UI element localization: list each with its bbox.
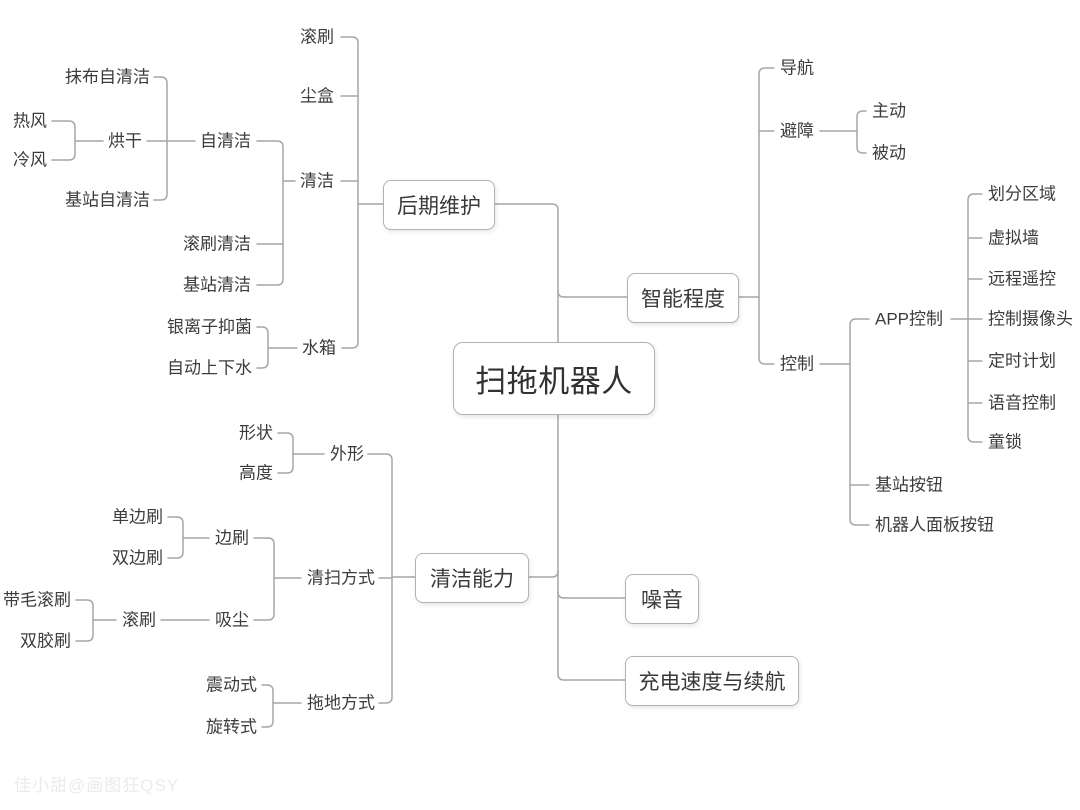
node-side-brush[interactable]: 边刷 (215, 528, 249, 548)
node-noise[interactable]: 噪音 (625, 574, 699, 624)
node-cold-air[interactable]: 冷风 (13, 150, 47, 170)
node-double-side-brush[interactable]: 双边刷 (112, 548, 163, 568)
node-intelligence[interactable]: 智能程度 (627, 273, 739, 323)
node-drying[interactable]: 烘干 (108, 131, 142, 151)
node-height[interactable]: 高度 (239, 463, 273, 483)
node-navigation[interactable]: 导航 (780, 58, 814, 78)
node-cleaning[interactable]: 清洁 (300, 171, 334, 191)
node-mop-method[interactable]: 拖地方式 (307, 693, 375, 713)
node-self-clean[interactable]: 自清洁 (200, 131, 251, 151)
node-obstacle-avoidance[interactable]: 避障 (780, 121, 814, 141)
node-virtual-wall[interactable]: 虚拟墙 (988, 228, 1039, 248)
node-sweep-method[interactable]: 清扫方式 (307, 568, 375, 588)
node-roller-brush-mid[interactable]: 滚刷 (122, 610, 156, 630)
connector (256, 140, 284, 286)
node-maintenance[interactable]: 后期维护 (383, 180, 495, 230)
node-roller-brush[interactable]: 滚刷 (300, 27, 334, 47)
node-zone-division[interactable]: 划分区域 (988, 184, 1056, 204)
connector (849, 318, 870, 526)
node-rotation-type[interactable]: 旋转式 (206, 717, 257, 737)
node-app-control[interactable]: APP控制 (875, 309, 944, 329)
connector (492, 203, 559, 343)
node-shape-appearance[interactable]: 外形 (330, 444, 364, 464)
node-schedule[interactable]: 定时计划 (988, 351, 1056, 371)
connector (557, 290, 628, 298)
node-remote-control[interactable]: 远程遥控 (988, 269, 1056, 289)
connector (153, 76, 168, 201)
node-station-button[interactable]: 基站按钮 (875, 475, 943, 495)
connector (340, 36, 359, 349)
connector (261, 684, 274, 728)
watermark: 佳小甜@画图狂QSY (14, 776, 180, 795)
connector (526, 570, 559, 578)
connector (557, 591, 626, 599)
node-roller-clean[interactable]: 滚刷清洁 (183, 234, 251, 254)
node-hot-air[interactable]: 热风 (13, 111, 47, 131)
node-bristle-roller[interactable]: 带毛滚刷 (3, 590, 71, 610)
node-station-clean[interactable]: 基站清洁 (183, 275, 251, 295)
node-control[interactable]: 控制 (780, 354, 814, 374)
node-station-self-clean[interactable]: 基站自清洁 (65, 190, 150, 210)
connector (856, 110, 867, 154)
node-voice-control[interactable]: 语音控制 (988, 393, 1056, 413)
connector (277, 432, 294, 474)
connector (557, 412, 626, 681)
node-water-tank[interactable]: 水箱 (302, 338, 336, 358)
node-shape[interactable]: 形状 (239, 423, 273, 443)
connector (758, 67, 775, 365)
connector (75, 599, 94, 642)
node-central-topic[interactable]: 扫拖机器人 (453, 342, 655, 415)
connector (253, 537, 275, 621)
node-vibration-type[interactable]: 震动式 (206, 675, 257, 695)
node-cleaning-ability[interactable]: 清洁能力 (415, 553, 529, 603)
node-child-lock[interactable]: 童锁 (988, 432, 1022, 452)
node-rubber-brush[interactable]: 双胶刷 (20, 631, 71, 651)
node-auto-water[interactable]: 自动上下水 (167, 358, 252, 378)
node-passive[interactable]: 被动 (872, 143, 906, 163)
node-vacuum[interactable]: 吸尘 (215, 610, 249, 630)
connector (256, 326, 269, 369)
node-charging-endurance[interactable]: 充电速度与续航 (625, 656, 799, 706)
connector (167, 516, 184, 559)
connector (51, 120, 76, 161)
node-robot-panel-button[interactable]: 机器人面板按钮 (875, 515, 994, 535)
connector (967, 193, 983, 443)
node-single-side-brush[interactable]: 单边刷 (112, 507, 163, 527)
node-mop-self-clean[interactable]: 抹布自清洁 (65, 67, 150, 87)
node-silver-ion[interactable]: 银离子抑菌 (167, 317, 252, 337)
node-camera-control[interactable]: 控制摄像头 (988, 309, 1073, 329)
node-dust-box[interactable]: 尘盒 (300, 86, 334, 106)
node-active[interactable]: 主动 (872, 101, 906, 121)
